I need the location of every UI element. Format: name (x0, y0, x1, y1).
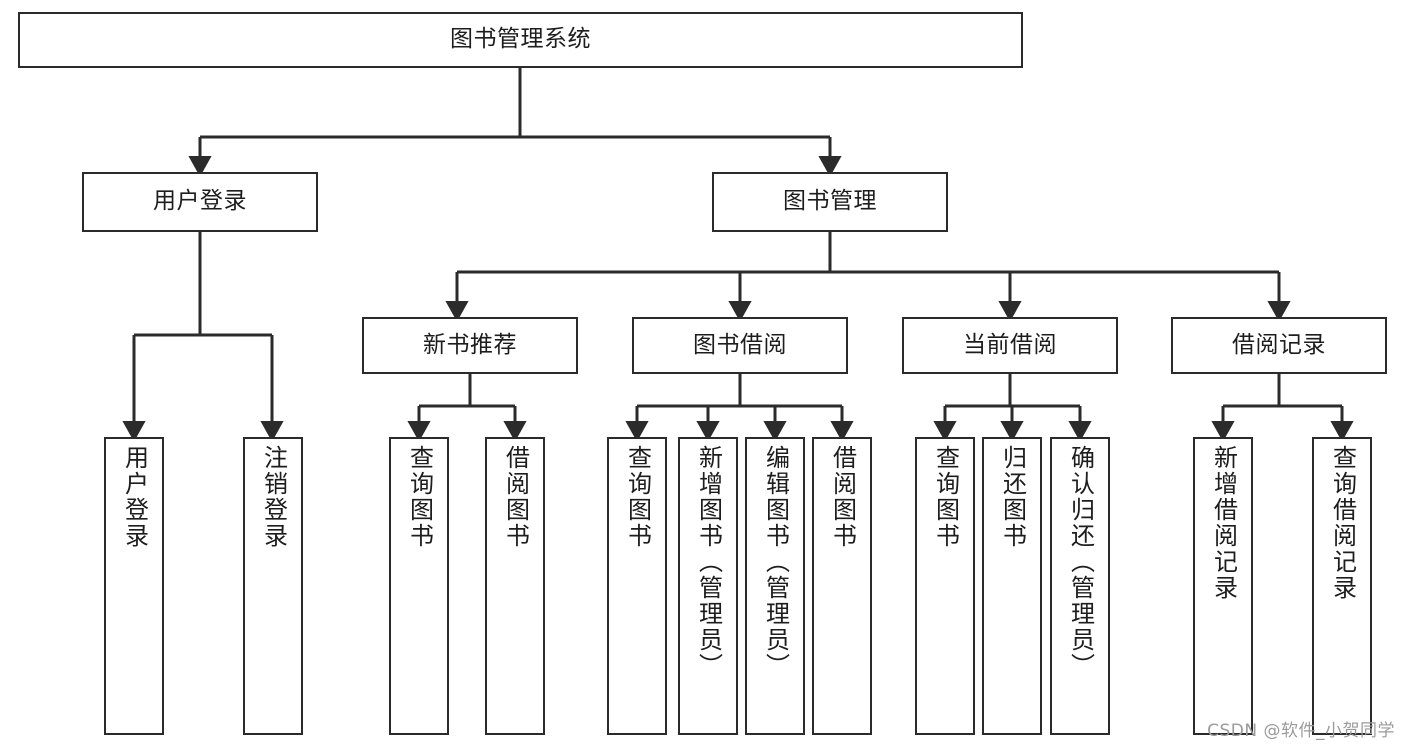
node-book-borrow[interactable]: 图书借阅 (632, 317, 848, 374)
node-leaf-query-book-current-label: 查询图书 (931, 445, 960, 549)
node-leaf-query-book-borrow-label: 查询图书 (623, 445, 652, 549)
node-leaf-confirm-return-label: 确认归还（管理员） (1066, 445, 1095, 679)
node-new-book-recommend[interactable]: 新书推荐 (362, 317, 578, 374)
node-book-borrow-label: 图书借阅 (693, 331, 787, 358)
node-leaf-query-book-borrow[interactable]: 查询图书 (607, 437, 667, 735)
node-user-login-label: 用户登录 (153, 188, 247, 215)
node-leaf-user-login[interactable]: 用户登录 (104, 437, 164, 735)
node-leaf-query-book-current[interactable]: 查询图书 (915, 437, 975, 735)
node-current-borrow-label: 当前借阅 (963, 331, 1057, 358)
node-leaf-return-book-label: 归还图书 (998, 445, 1027, 549)
node-leaf-edit-book-label: 编辑图书（管理员） (761, 445, 790, 679)
node-leaf-user-logout-label: 注销登录 (259, 445, 288, 549)
node-borrow-records[interactable]: 借阅记录 (1171, 317, 1387, 374)
node-leaf-add-borrow-record-label: 新增借阅记录 (1209, 445, 1238, 601)
node-book-management[interactable]: 图书管理 (712, 172, 948, 232)
node-leaf-query-book-recommend[interactable]: 查询图书 (389, 437, 449, 735)
node-leaf-user-logout[interactable]: 注销登录 (243, 437, 303, 735)
node-leaf-add-book-label: 新增图书（管理员） (694, 445, 723, 679)
node-leaf-return-book[interactable]: 归还图书 (982, 437, 1042, 735)
node-new-book-recommend-label: 新书推荐 (423, 331, 517, 358)
node-borrow-records-label: 借阅记录 (1232, 331, 1326, 358)
node-root[interactable]: 图书管理系统 (18, 12, 1023, 68)
node-root-label: 图书管理系统 (450, 26, 591, 53)
node-current-borrow[interactable]: 当前借阅 (902, 317, 1118, 374)
node-book-management-label: 图书管理 (783, 188, 877, 215)
node-leaf-borrow-book[interactable]: 借阅图书 (812, 437, 872, 735)
node-user-login[interactable]: 用户登录 (82, 172, 318, 232)
watermark-text: CSDN @软件_小贺同学 (1207, 721, 1395, 741)
node-leaf-edit-book[interactable]: 编辑图书（管理员） (745, 437, 805, 735)
node-leaf-query-book-recommend-label: 查询图书 (405, 445, 434, 549)
node-leaf-borrow-book-recommend[interactable]: 借阅图书 (485, 437, 545, 735)
node-leaf-add-book[interactable]: 新增图书（管理员） (678, 437, 738, 735)
node-leaf-confirm-return[interactable]: 确认归还（管理员） (1050, 437, 1110, 735)
node-leaf-add-borrow-record[interactable]: 新增借阅记录 (1193, 437, 1253, 735)
node-leaf-query-borrow-record[interactable]: 查询借阅记录 (1312, 437, 1372, 735)
node-leaf-user-login-label: 用户登录 (120, 445, 149, 549)
node-leaf-query-borrow-record-label: 查询借阅记录 (1328, 445, 1357, 601)
node-leaf-borrow-book-recommend-label: 借阅图书 (501, 445, 530, 549)
node-leaf-borrow-book-label: 借阅图书 (828, 445, 857, 549)
